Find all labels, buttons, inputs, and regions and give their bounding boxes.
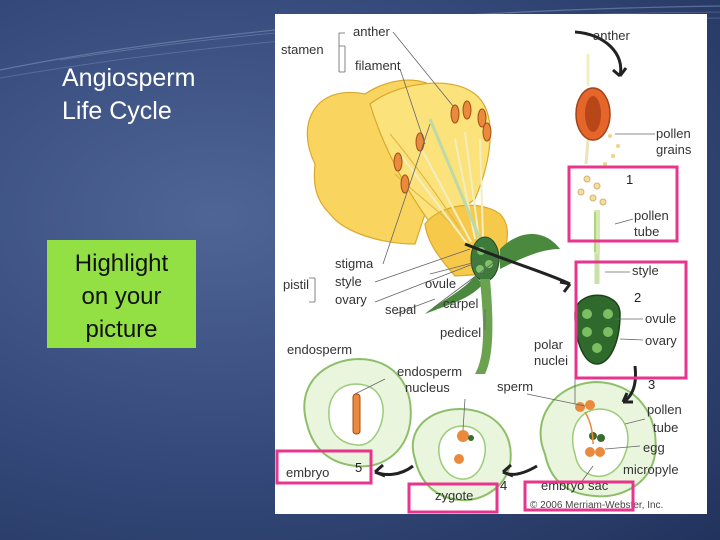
label-pollen-grains-1: pollen xyxy=(656,126,691,141)
label-filament: filament xyxy=(355,58,401,73)
label-pollen-grains-2: grains xyxy=(656,142,692,157)
label-ovary-right: ovary xyxy=(645,333,677,348)
ovary-closeup xyxy=(575,254,620,364)
label-pollen-tube-top-1: pollen xyxy=(634,208,669,223)
anther-closeup xyxy=(576,54,610,164)
title-line-1: Angiosperm xyxy=(62,62,262,95)
step-number-1: 1 xyxy=(626,172,633,187)
label-anther-right: anther xyxy=(593,28,631,43)
note-line-3: picture xyxy=(47,313,196,346)
label-anther: anther xyxy=(353,24,391,39)
note-line-2: on your xyxy=(47,280,196,313)
label-egg: egg xyxy=(643,440,665,455)
label-ovary: ovary xyxy=(335,292,367,307)
life-cycle-diagram: anther stamen filament anther pollen gra… xyxy=(275,14,707,514)
label-style: style xyxy=(335,274,362,289)
label-endosperm-nucleus-1: endosperm xyxy=(397,364,462,379)
label-pistil: pistil xyxy=(283,277,309,292)
label-sepal: sepal xyxy=(385,302,416,317)
step-number-4: 4 xyxy=(500,478,507,493)
slide-title: Angiosperm Life Cycle xyxy=(62,62,262,128)
label-polar-nuclei-1: polar xyxy=(534,337,564,352)
label-stigma: stigma xyxy=(335,256,374,271)
label-micropyle: micropyle xyxy=(623,462,679,477)
label-pollen-tube-top-2: tube xyxy=(634,224,659,239)
label-pollen-tube-bottom-1: pollen xyxy=(647,402,682,417)
label-polar-nuclei-2: nuclei xyxy=(534,353,568,368)
step-number-5: 5 xyxy=(355,460,362,475)
label-endosperm-nucleus-2: nucleus xyxy=(405,380,450,395)
label-pedicel: pedicel xyxy=(440,325,481,340)
label-stamen: stamen xyxy=(281,42,324,57)
flower-illustration xyxy=(307,80,560,374)
pollen-grains xyxy=(578,134,620,205)
highlight-note-box: Highlight on your picture xyxy=(47,240,196,348)
label-carpel: carpel xyxy=(443,296,479,311)
title-line-2: Life Cycle xyxy=(62,95,262,128)
label-endosperm: endosperm xyxy=(287,342,352,357)
label-pollen-tube-bottom-2: tube xyxy=(653,420,678,435)
label-ovule-right: ovule xyxy=(645,311,676,326)
label-sperm: sperm xyxy=(497,379,533,394)
pollen-tube-stigma xyxy=(595,210,597,254)
label-style-right: style xyxy=(632,263,659,278)
diagram-canvas: anther stamen filament anther pollen gra… xyxy=(275,14,707,514)
step-number-2: 2 xyxy=(634,290,641,305)
label-ovule: ovule xyxy=(425,276,456,291)
note-line-1: Highlight xyxy=(47,247,196,280)
label-zygote: zygote xyxy=(435,488,473,503)
label-embryo-sac: embryo sac xyxy=(541,478,609,493)
label-embryo: embryo xyxy=(286,465,329,480)
